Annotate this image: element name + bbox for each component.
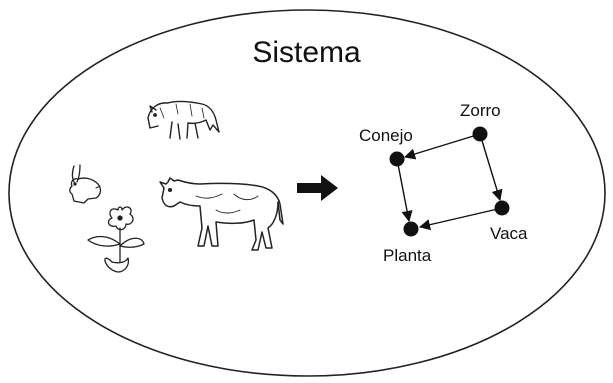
node-vaca-dot: [495, 201, 510, 216]
edge-zorro-vaca: [480, 134, 500, 200]
node-label-vaca: Vaca: [490, 224, 528, 244]
node-label-conejo: Conejo: [359, 126, 413, 146]
edge-zorro-conejo: [405, 134, 480, 157]
edge-conejo-planta: [397, 159, 409, 221]
node-label-planta: Planta: [383, 246, 431, 266]
node-planta-dot: [404, 222, 419, 237]
food-web-edges: [397, 134, 502, 227]
transition-arrow-icon: [297, 175, 338, 201]
node-label-zorro: Zorro: [460, 101, 501, 121]
cow-illustration: [160, 178, 283, 250]
diagram-title: Sistema: [0, 36, 613, 70]
rabbit-illustration: [70, 165, 101, 203]
node-zorro-dot: [473, 127, 488, 142]
fox-illustration: [148, 101, 219, 139]
node-conejo-dot: [390, 152, 405, 167]
plant-illustration: [88, 207, 144, 272]
